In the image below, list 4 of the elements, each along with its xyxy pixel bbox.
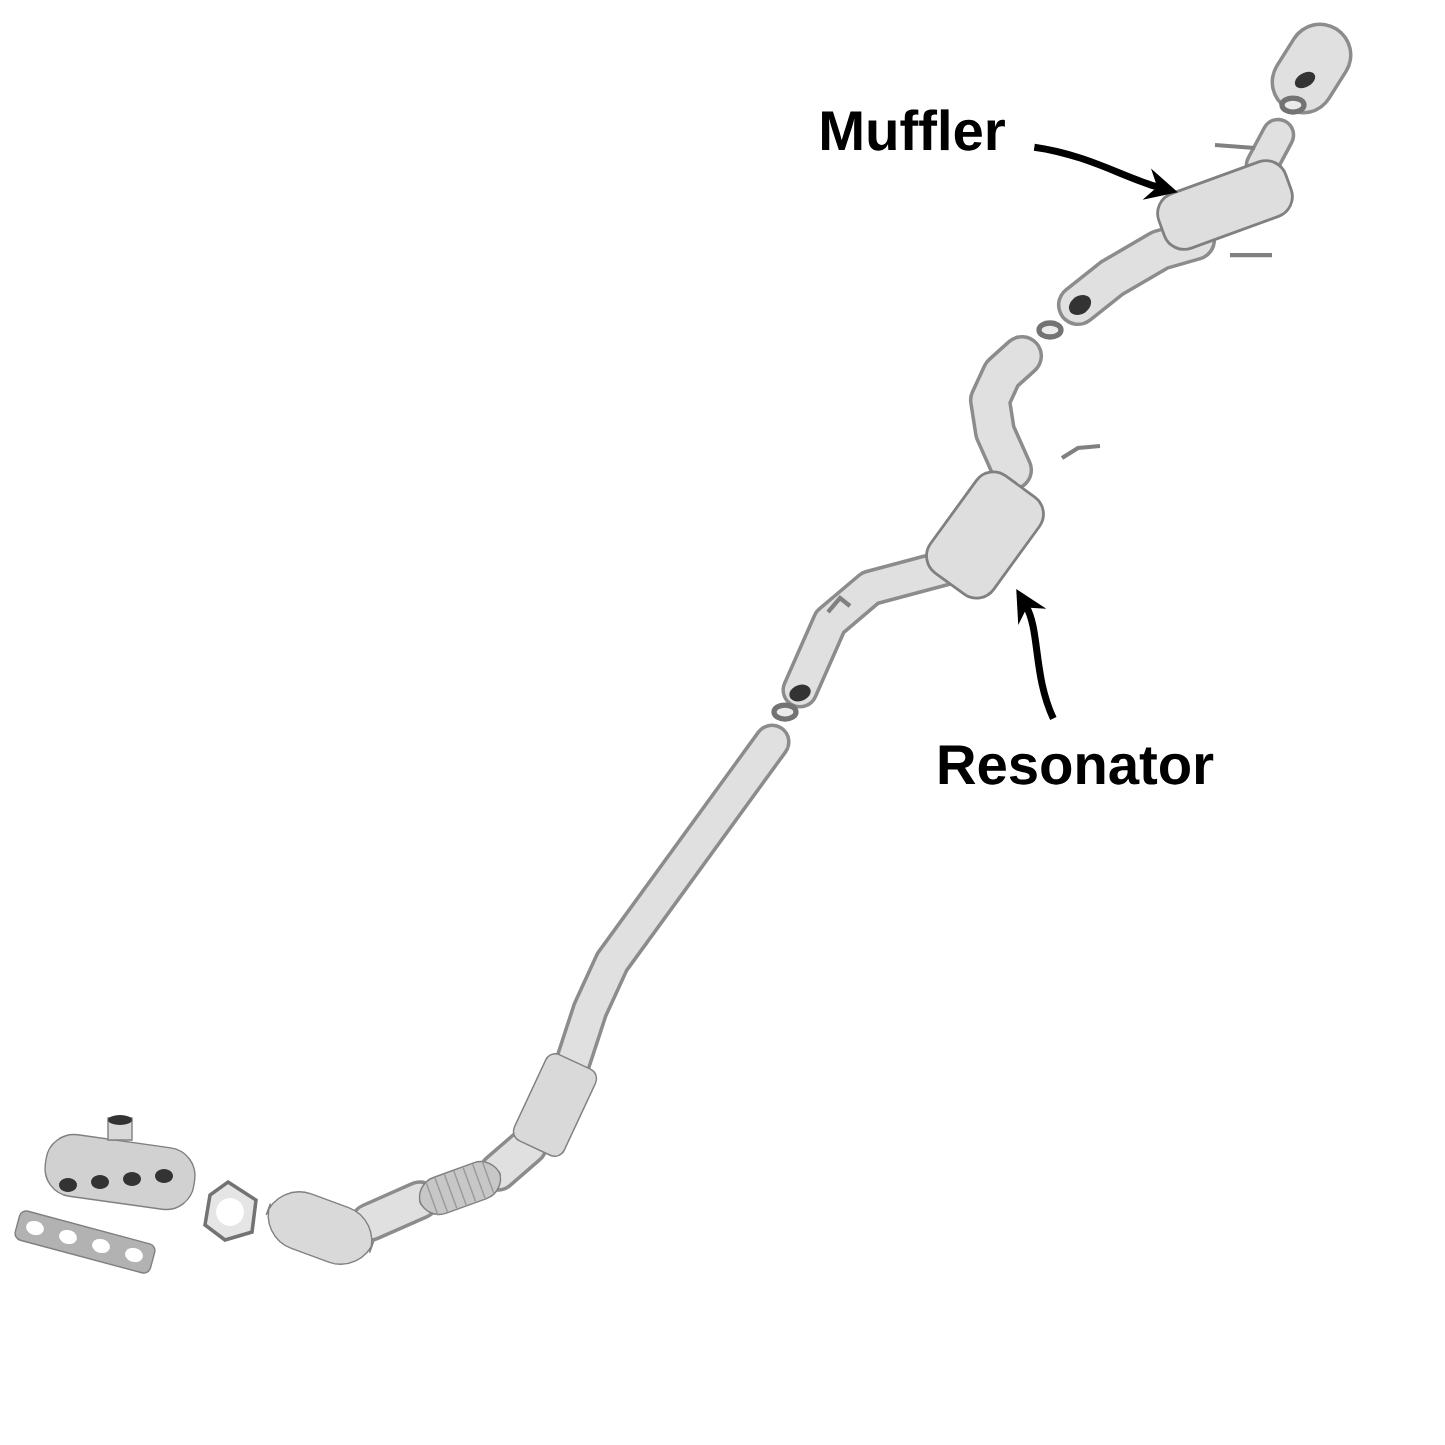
callout-label: Muffler — [822, 109, 1005, 151]
silencer-drawing — [1156, 159, 1294, 251]
callout-label: Resonator — [939, 745, 1214, 785]
silencer-drawing — [925, 470, 1045, 600]
